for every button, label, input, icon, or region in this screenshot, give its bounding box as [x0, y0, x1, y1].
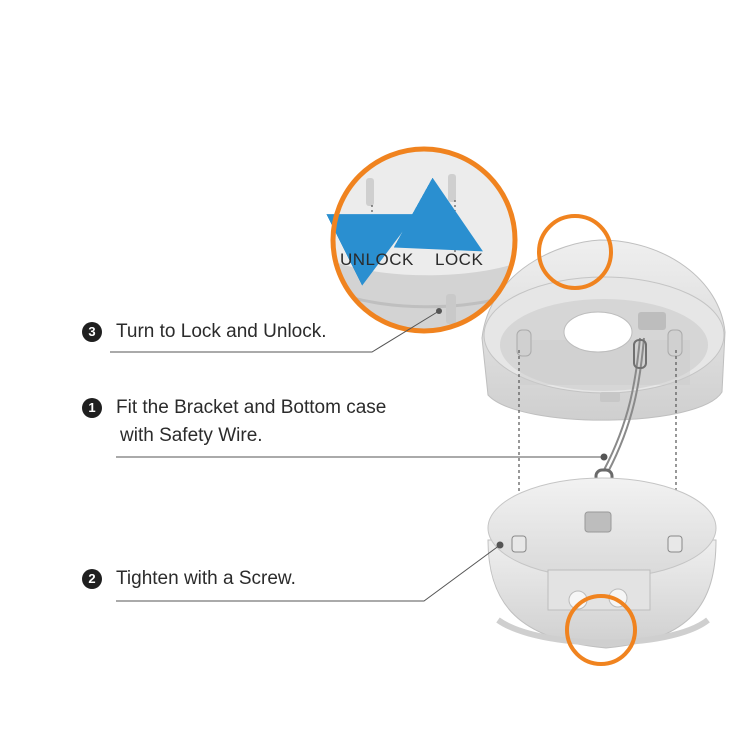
- step-1: 1 Fit the Bracket and Bottom case with S…: [82, 394, 386, 450]
- step-3: 3 Turn to Lock and Unlock.: [82, 318, 327, 346]
- highlight-circle-top: [537, 214, 613, 290]
- step-text-line-2: with Safety Wire.: [120, 425, 263, 446]
- lock-label: LOCK: [435, 250, 484, 269]
- bottom-case: [487, 477, 717, 649]
- step-text: Tighten with a Screw.: [116, 568, 296, 589]
- unlock-label: UNLOCK: [340, 250, 414, 269]
- highlight-circles: [537, 214, 637, 666]
- step-text: Fit the Bracket and Bottom case with Saf…: [116, 394, 386, 450]
- step-2: 2 Tighten with a Screw.: [82, 565, 296, 593]
- highlight-circle-bottom: [565, 594, 637, 666]
- step-number-badge: 3: [82, 322, 102, 342]
- leader-lines: [110, 310, 608, 602]
- step-number-badge: 1: [82, 398, 102, 418]
- step-text: Turn to Lock and Unlock.: [116, 321, 327, 342]
- step-number-badge: 2: [82, 569, 102, 589]
- bracket-mount: [481, 239, 726, 421]
- zoom-lock-detail: [326, 146, 518, 334]
- step-text-line-1: Fit the Bracket and Bottom case: [116, 397, 387, 418]
